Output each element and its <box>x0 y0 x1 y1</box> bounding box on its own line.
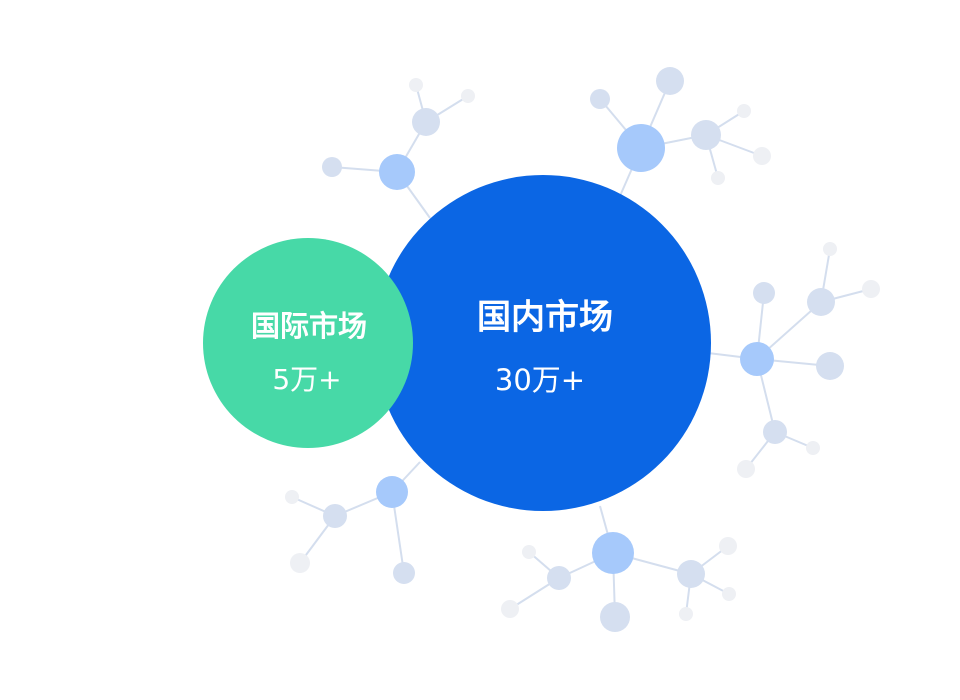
network-nodes <box>285 67 880 632</box>
network-node <box>522 545 536 559</box>
network-node <box>412 108 440 136</box>
network-node <box>806 441 820 455</box>
network-node <box>719 537 737 555</box>
domestic-market-title: 国内市场 <box>477 297 613 338</box>
international-market-circle <box>203 238 413 448</box>
network-node <box>677 560 705 588</box>
network-node <box>722 587 736 601</box>
network-node <box>600 602 630 632</box>
network-node <box>393 562 415 584</box>
network-node <box>322 157 342 177</box>
network-node <box>379 154 415 190</box>
network-node <box>547 566 571 590</box>
network-node <box>590 89 610 109</box>
domestic-market-value: 30万+ <box>494 363 586 397</box>
network-node <box>290 553 310 573</box>
network-node <box>656 67 684 95</box>
network-node <box>753 147 771 165</box>
network-node <box>323 504 347 528</box>
network-node <box>617 124 665 172</box>
network-node <box>816 352 844 380</box>
network-node <box>807 288 835 316</box>
domestic-market-circle <box>375 175 711 511</box>
network-node <box>763 420 787 444</box>
network-node <box>753 282 775 304</box>
network-node <box>823 242 837 256</box>
network-node <box>285 490 299 504</box>
network-node <box>740 342 774 376</box>
network-node <box>409 78 423 92</box>
network-node <box>691 120 721 150</box>
network-node <box>679 607 693 621</box>
network-node <box>376 476 408 508</box>
network-node <box>862 280 880 298</box>
international-market-title: 国际市场 <box>250 309 368 343</box>
network-node <box>737 104 751 118</box>
network-node <box>737 460 755 478</box>
network-node <box>501 600 519 618</box>
network-node <box>461 89 475 103</box>
network-node <box>711 171 725 185</box>
network-node <box>592 532 634 574</box>
international-market-value: 5万+ <box>272 363 342 396</box>
